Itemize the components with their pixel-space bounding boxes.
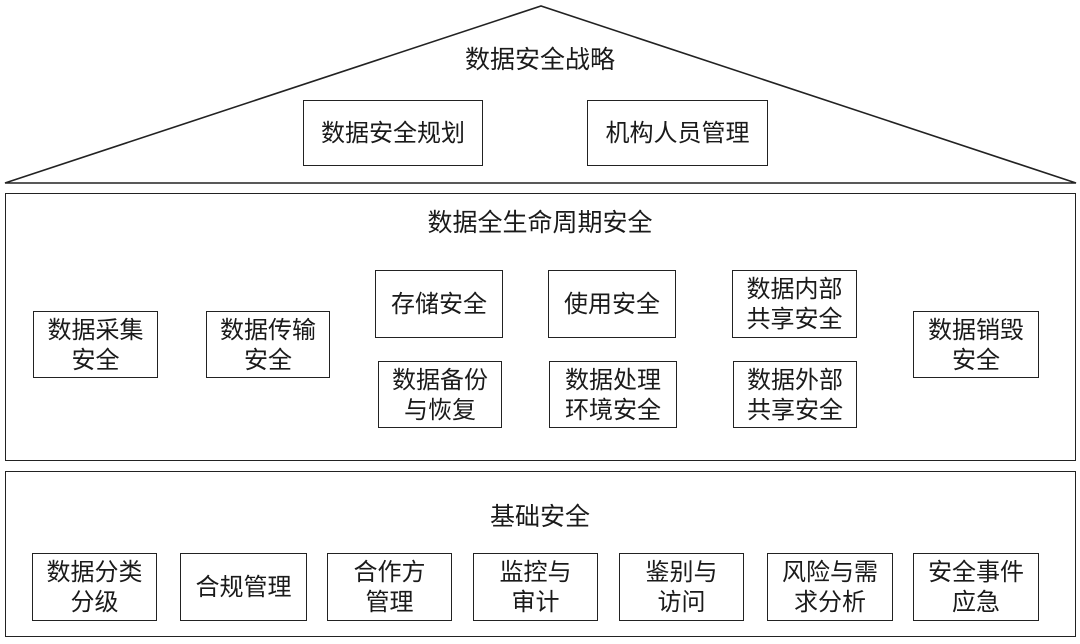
internal-share-security-box: 数据内部共享安全 [732, 270, 857, 338]
roof-item-personnel: 机构人员管理 [587, 100, 768, 166]
monitoring-audit-box: 监控与审计 [473, 553, 598, 621]
classification-box: 数据分类分级 [32, 553, 157, 621]
use-security-box: 使用安全 [548, 270, 676, 338]
incident-response-box: 安全事件应急 [913, 553, 1039, 621]
external-share-security-box: 数据外部共享安全 [733, 361, 857, 428]
destroy-security-box: 数据销毁安全 [913, 311, 1039, 378]
risk-analysis-box: 风险与需求分析 [767, 553, 893, 621]
lifecycle-section [5, 193, 1076, 461]
backup-recovery-box: 数据备份与恢复 [378, 361, 502, 428]
collect-security-box: 数据采集安全 [33, 311, 158, 378]
roof-item-planning: 数据安全规划 [303, 100, 483, 166]
roof-triangle [4, 5, 1077, 184]
compliance-box: 合规管理 [180, 553, 307, 621]
base-title: 基础安全 [489, 502, 590, 531]
partner-management-box: 合作方管理 [327, 553, 452, 621]
storage-security-box: 存储安全 [375, 270, 503, 338]
lifecycle-title: 数据全生命周期安全 [427, 208, 653, 237]
base-section [5, 471, 1076, 637]
transfer-security-box: 数据传输安全 [206, 311, 330, 378]
processing-env-security-box: 数据处理环境安全 [549, 361, 677, 428]
auth-access-box: 鉴别与访问 [619, 553, 744, 621]
roof-title: 数据安全战略 [464, 45, 615, 74]
